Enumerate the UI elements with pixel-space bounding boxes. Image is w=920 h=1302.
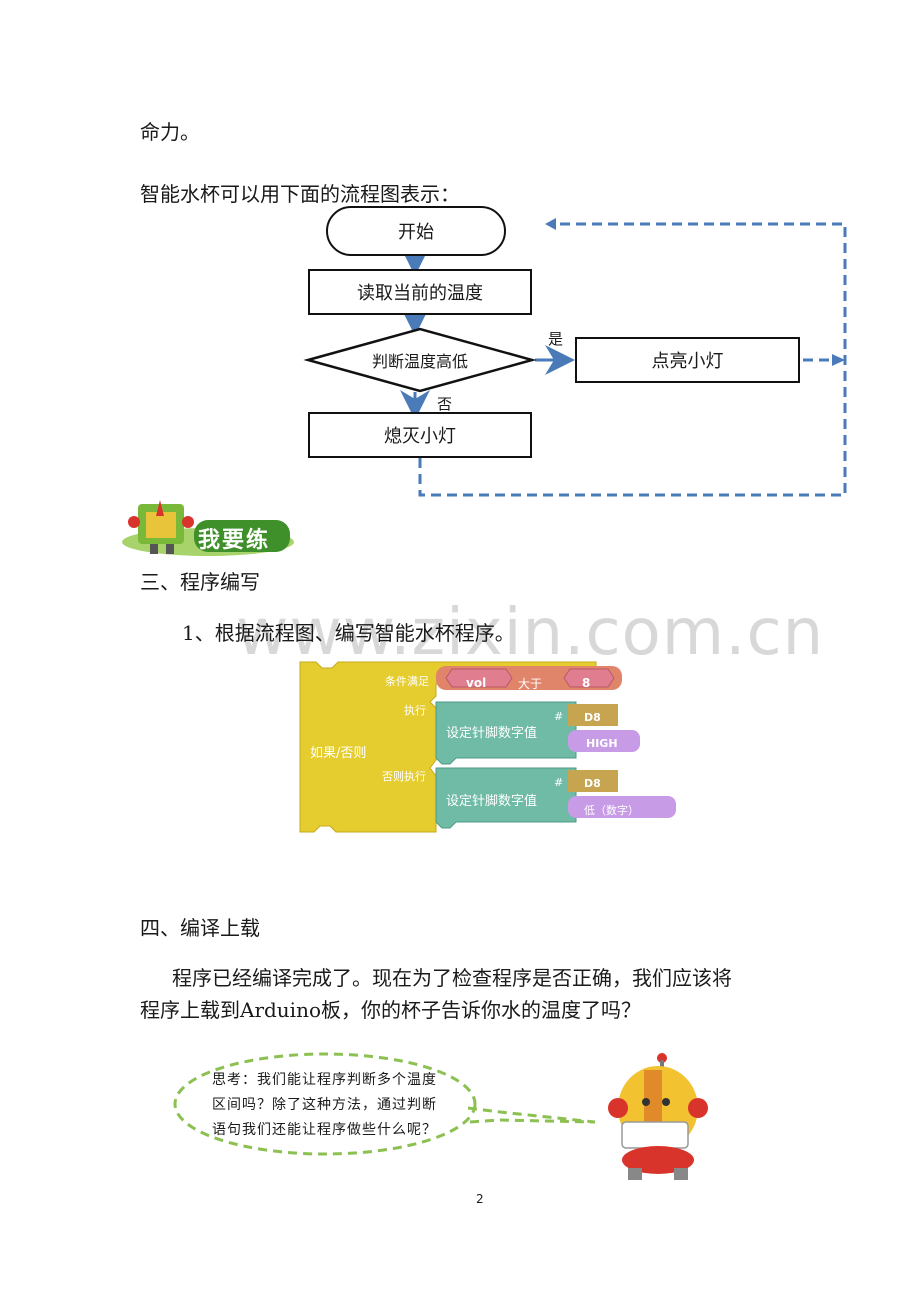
- flow-light-on: 点亮小灯: [575, 337, 800, 383]
- section-4-title: 四、编译上载: [140, 916, 260, 940]
- loop-back-line: [418, 222, 847, 497]
- flow-light-off: 熄灭小灯: [308, 412, 532, 458]
- state-block-1: [568, 730, 640, 752]
- flowchart-intro: 智能水杯可以用下面的流程图表示：: [140, 182, 460, 206]
- flowchart-lines: [303, 218, 847, 497]
- paragraph-line-2: 程序上载到Arduino板，你的杯子告诉你水的温度了吗？: [140, 998, 642, 1022]
- yes-loop-arrowhead: [832, 354, 845, 366]
- watermark: www.zixin.com.cn: [236, 596, 825, 670]
- loop-arrowhead: [545, 218, 556, 230]
- flow-decision-label: 判断温度高低: [371, 352, 468, 371]
- set-pin-label-2: 设定针脚数字值: [446, 794, 538, 809]
- practice-badge-text: 我要练: [198, 528, 271, 553]
- code-blocks: [299, 661, 676, 833]
- flow-start: 开始: [326, 206, 506, 256]
- value-block: [563, 668, 615, 688]
- if-else-label: 如果/否则: [310, 746, 367, 761]
- thought-text: 思考：我们能让程序判断多个温度 区间吗？除了这种方法，通过判断 语句我们还能让程…: [212, 1068, 472, 1143]
- var-block: [445, 668, 513, 688]
- practice-badge-icon: [122, 500, 294, 556]
- state-block-2: [568, 796, 676, 818]
- pin-block-1: [568, 704, 618, 726]
- value-label: 8: [582, 676, 591, 690]
- state-label-1: HIGH: [586, 737, 618, 750]
- paragraph-continuation: 命力。: [140, 120, 200, 144]
- state-label-2: 低（数字）: [584, 804, 639, 817]
- thought-line-3: 语句我们还能让程序做些什么呢？: [212, 1122, 437, 1138]
- decision-diamond: [303, 327, 537, 393]
- hash-label-2: #: [554, 776, 564, 789]
- thought-line-1: 思考：我们能让程序判断多个温度: [212, 1072, 437, 1088]
- task-1: 1、根据流程图、编写智能水杯程序。: [182, 621, 515, 645]
- thought-line-2: 区间吗？除了这种方法，通过判断: [212, 1097, 437, 1113]
- pin-label-2: D8: [584, 777, 601, 790]
- robot-mascot-icon: [608, 1053, 708, 1180]
- page-number: 2: [476, 1192, 484, 1206]
- operator-label: 大于: [518, 677, 543, 691]
- flow-read-temp: 读取当前的温度: [308, 269, 532, 315]
- condition-label: 条件满足: [385, 675, 429, 688]
- section-3-title: 三、程序编写: [140, 570, 260, 594]
- paragraph-line-1: 程序已经编译完成了。现在为了检查程序是否正确，我们应该将: [172, 966, 732, 990]
- var-label: vol: [466, 676, 487, 690]
- do-label: 执行: [404, 704, 426, 717]
- pin-block-2: [568, 770, 618, 792]
- yes-label: 是: [548, 330, 564, 348]
- set-pin-label-1: 设定针脚数字值: [446, 726, 538, 741]
- else-label: 否则执行: [382, 770, 426, 783]
- pin-label-1: D8: [584, 711, 601, 724]
- hash-label-1: #: [554, 710, 564, 723]
- no-label: 否: [437, 395, 453, 413]
- thought-bubble: [173, 1052, 596, 1156]
